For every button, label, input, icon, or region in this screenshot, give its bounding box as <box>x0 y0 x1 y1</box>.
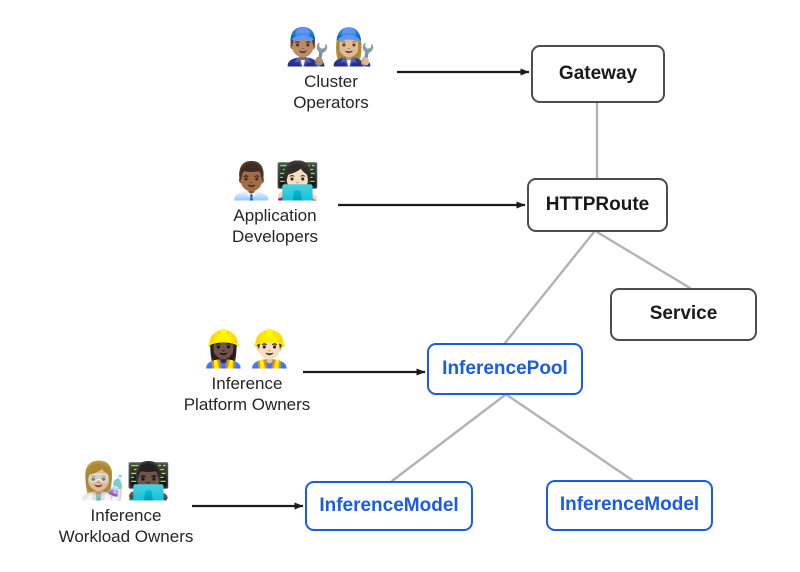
node-httproute[interactable]: HTTPRoute <box>527 178 668 232</box>
persona-cluster-operators: 👨🏽‍🔧👩🏼‍🔧 Cluster Operators <box>271 30 391 113</box>
persona-inference-workload-owners: 👩🏼‍🔬👨🏿‍💻 Inference Workload Owners <box>51 464 201 547</box>
node-inferencepool-label: InferencePool <box>442 357 568 379</box>
cluster-operators-label: Cluster Operators <box>293 72 369 112</box>
inference-platform-owners-emoji: 👷🏿‍♀️👷🏻‍♂️ <box>201 329 293 370</box>
edge-httproute-service <box>595 230 692 290</box>
node-inferencemodel-2-label: InferenceModel <box>559 494 700 516</box>
node-gateway-label: Gateway <box>558 62 638 84</box>
application-developers-emoji: 👨🏾‍💼👩🏻‍💻 <box>229 161 321 202</box>
edge-inferencepool-inferencemodel-2 <box>505 393 634 482</box>
node-inferencemodel-1-label: InferenceModel <box>319 494 459 516</box>
persona-inference-platform-owners: 👷🏿‍♀️👷🏻‍♂️ Inference Platform Owners <box>172 332 322 415</box>
node-service-label: Service <box>649 303 718 325</box>
inference-platform-owners-label: Inference Platform Owners <box>183 374 311 414</box>
node-inferencemodel-2[interactable]: InferenceModel <box>546 480 713 531</box>
cluster-operators-emoji: 👨🏽‍🔧👩🏼‍🔧 <box>285 27 377 68</box>
node-inferencemodel-1[interactable]: InferenceModel <box>305 481 473 531</box>
node-httproute-label: HTTPRoute <box>545 193 650 215</box>
persona-application-developers: 👨🏾‍💼👩🏻‍💻 Application Developers <box>215 164 335 247</box>
edge-httproute-inferencepool <box>503 230 596 345</box>
inference-workload-owners-label: Inference Workload Owners <box>58 506 194 546</box>
node-gateway[interactable]: Gateway <box>531 45 665 103</box>
node-inferencepool[interactable]: InferencePool <box>427 343 583 395</box>
inference-workload-owners-emoji: 👩🏼‍🔬👨🏿‍💻 <box>80 461 172 502</box>
node-service[interactable]: Service <box>610 288 757 341</box>
edge-inferencepool-inferencemodel-1 <box>390 393 507 483</box>
application-developers-label: Application Developers <box>232 206 318 246</box>
